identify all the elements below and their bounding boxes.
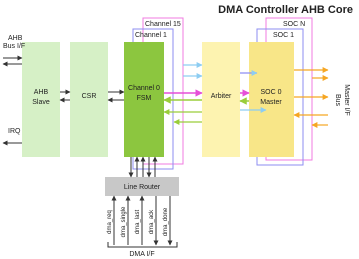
diagram-title: DMA Controller AHB Core xyxy=(218,4,353,16)
dma-done-label: dma_done xyxy=(163,207,169,236)
channel0-fsm-label-line2: FSM xyxy=(137,95,152,102)
arbiter-label: Arbiter xyxy=(211,93,232,100)
line-router-label: Line Router xyxy=(124,184,161,191)
ahb-slave-block xyxy=(22,42,60,157)
ahb-slave-label-line1: AHB xyxy=(34,89,49,96)
dma-if-label: DMA I/F xyxy=(129,251,154,258)
dma-last-label: dma_last xyxy=(135,210,141,235)
channel0-fsm-block xyxy=(124,42,164,157)
channel-15-label: Channel 15 xyxy=(145,21,181,28)
dma-if-bracket xyxy=(107,242,178,248)
channel-1-label: Channel 1 xyxy=(135,32,167,39)
line-router-block xyxy=(105,177,179,196)
csr-block xyxy=(70,42,108,157)
ahb-bus-if-label-line2: Bus I/F xyxy=(3,43,25,50)
channel0-fsm-label-line1: Channel 0 xyxy=(128,85,160,92)
csr-label: CSR xyxy=(82,93,97,100)
soc-n-label: SOC N xyxy=(283,21,305,28)
soc-1-label: SOC 1 xyxy=(273,32,294,39)
soc0-master-block xyxy=(249,42,294,157)
irq-label: IRQ xyxy=(8,128,21,135)
bus-master-if-label-line1: Bus xyxy=(334,94,341,107)
dma-ack-label: dma_ack xyxy=(149,209,155,234)
bus-master-if-label-line2: Master I/F xyxy=(343,84,350,116)
soc0-master-label-line1: SOC 0 xyxy=(260,89,281,96)
ahb-slave-label-line2: Slave xyxy=(32,99,50,106)
arbiter-block xyxy=(202,42,240,157)
soc0-master-label-line2: Master xyxy=(260,99,282,106)
dma-req-label: dma_req xyxy=(107,210,113,234)
ahb-bus-if-label-line1: AHB xyxy=(8,35,23,42)
dma-single-label: dma_single xyxy=(121,206,127,237)
